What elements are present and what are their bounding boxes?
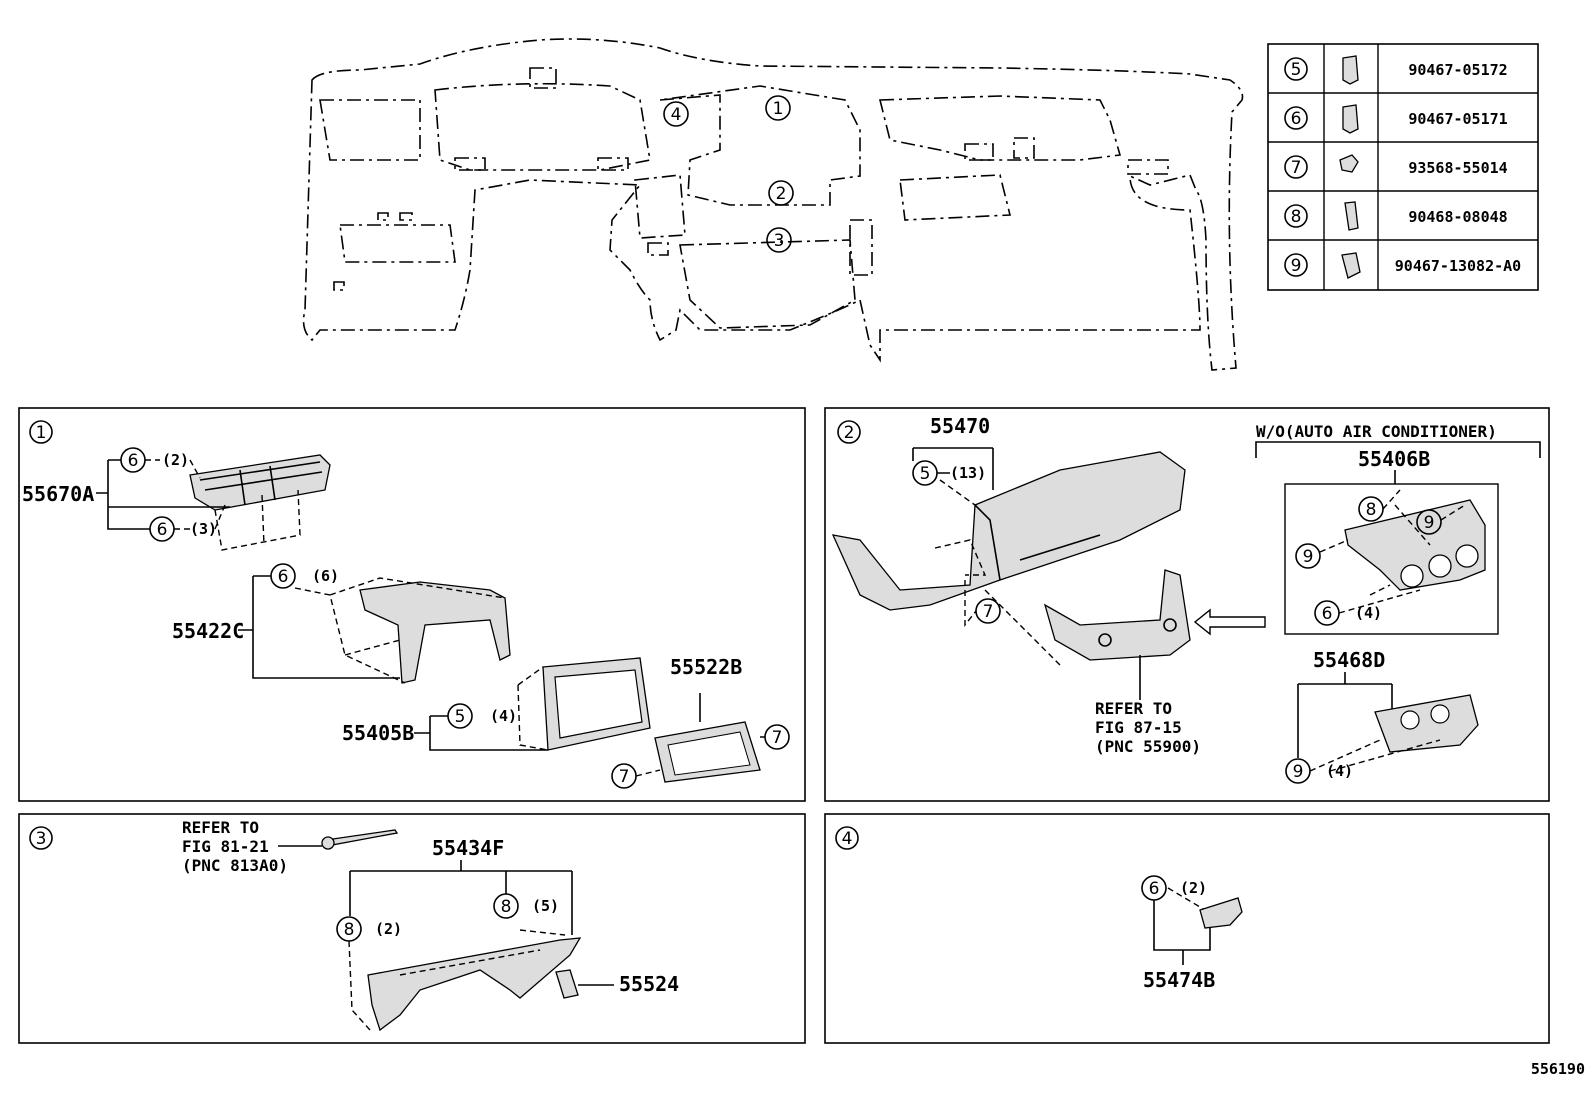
p1-callout-6c: 6	[278, 567, 289, 587]
p2-callout-7: 7	[983, 602, 994, 622]
small-trim-part	[1199, 897, 1243, 929]
dashboard-overview	[302, 38, 1244, 371]
fastener-table	[1267, 43, 1539, 291]
clip-55524-part	[555, 969, 579, 999]
p1-callout-7a: 7	[772, 728, 783, 748]
variant-label: W/O(AUTO AIR CONDITIONER)	[1256, 422, 1497, 441]
p3-ref-line1[interactable]: REFER TO	[182, 818, 259, 837]
p2-callout-9a: 9	[1424, 513, 1435, 533]
label-55434F[interactable]: 55434F	[432, 836, 504, 860]
p2-ref-line1[interactable]: REFER TO	[1095, 699, 1172, 718]
center-bracket-part	[359, 581, 511, 684]
p2-callout-6: 6	[1322, 604, 1333, 624]
arrow-icon	[1193, 608, 1266, 636]
p1-callout-6b: 6	[157, 520, 168, 540]
air-vent-part	[189, 454, 331, 511]
panel-1-number: 1	[36, 423, 47, 443]
p2-callout-5: 5	[920, 464, 931, 484]
center-cluster-part	[1043, 569, 1191, 661]
p3-ref-line2[interactable]: FIG 81-21	[182, 837, 269, 856]
lower-pad-part	[831, 451, 1186, 611]
p2-ref-line2[interactable]: FIG 87-15	[1095, 718, 1182, 737]
label-55522B[interactable]: 55522B	[670, 655, 742, 679]
panel-4-number: 4	[842, 829, 853, 849]
p4-qty-2: (2)	[1180, 879, 1207, 897]
clip-icon	[1341, 252, 1361, 279]
p2-qty-4a: (4)	[1355, 604, 1382, 622]
table-part-93568-55014[interactable]: 93568-55014	[1408, 159, 1507, 177]
label-55422C[interactable]: 55422C	[172, 619, 244, 643]
p1-qty-6: (6)	[312, 567, 339, 585]
p1-qty-2: (2)	[162, 451, 189, 469]
label-55405B[interactable]: 55405B	[342, 721, 414, 745]
overview-marker-3: 3	[774, 231, 785, 251]
table-ref-6: 6	[1291, 109, 1302, 129]
lower-finish-panel-part	[367, 937, 582, 1032]
panel-4-frame	[824, 813, 1550, 1044]
clip-icon	[1344, 201, 1359, 231]
label-55468D[interactable]: 55468D	[1313, 648, 1385, 672]
table-ref-7: 7	[1291, 158, 1302, 178]
p3-callout-8a: 8	[501, 897, 512, 917]
clip-icon	[1342, 55, 1359, 85]
cable-part	[324, 829, 399, 846]
panel-3-number: 3	[36, 829, 47, 849]
clip-icon	[1342, 104, 1359, 134]
p1-callout-7b: 7	[619, 767, 630, 787]
p4-callout-6: 6	[1149, 879, 1160, 899]
table-ref-8: 8	[1291, 207, 1302, 227]
label-55670A[interactable]: 55670A	[22, 482, 94, 506]
overview-marker-2: 2	[776, 184, 787, 204]
label-55524[interactable]: 55524	[619, 972, 679, 996]
label-55406B[interactable]: 55406B	[1358, 447, 1430, 471]
p3-ref-line3[interactable]: (PNC 813A0)	[182, 856, 288, 875]
p1-callout-5: 5	[455, 707, 466, 727]
panel-2-number: 2	[844, 423, 855, 443]
table-part-90467-05171[interactable]: 90467-05171	[1408, 110, 1507, 128]
panel-1-frame	[18, 407, 806, 802]
p2-callout-9b: 9	[1303, 547, 1314, 567]
table-part-90467-05172[interactable]: 90467-05172	[1408, 61, 1507, 79]
p3-callout-8b: 8	[344, 920, 355, 940]
p2-callout-9c: 9	[1293, 762, 1304, 782]
panel-3-frame	[18, 813, 806, 1044]
p1-qty-4: (4)	[490, 707, 517, 725]
screw-icon	[1339, 154, 1359, 173]
p2-qty-4b: (4)	[1326, 762, 1353, 780]
table-part-90468-08048[interactable]: 90468-08048	[1408, 208, 1507, 226]
label-55470[interactable]: 55470	[930, 414, 990, 438]
table-ref-9: 9	[1291, 256, 1302, 276]
panel-2-frame	[824, 407, 1550, 802]
p1-callout-6a: 6	[128, 451, 139, 471]
figure-id: 556190	[1531, 1060, 1585, 1078]
overview-marker-4: 4	[671, 105, 682, 125]
switch-base-part	[1374, 694, 1479, 753]
overview-marker-1: 1	[773, 99, 784, 119]
p2-qty-13: (13)	[950, 464, 986, 482]
p3-qty-2: (2)	[375, 920, 402, 938]
label-55474B[interactable]: 55474B	[1143, 968, 1215, 992]
p2-callout-8: 8	[1366, 500, 1377, 520]
table-part-90467-13082-a0[interactable]: 90467-13082-A0	[1395, 257, 1521, 275]
p1-qty-3: (3)	[190, 520, 217, 538]
p2-ref-line3[interactable]: (PNC 55900)	[1095, 737, 1201, 756]
p3-qty-5: (5)	[532, 897, 559, 915]
table-ref-5: 5	[1291, 60, 1302, 80]
